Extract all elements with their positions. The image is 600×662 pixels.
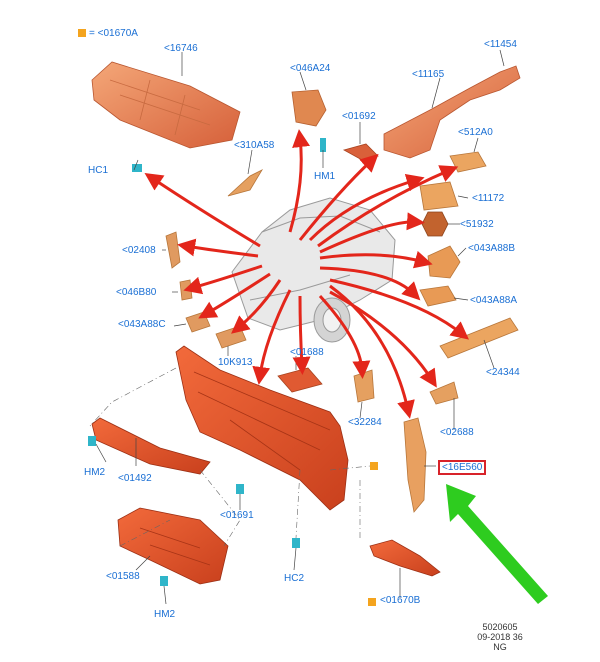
callout-16746[interactable]: <16746 — [164, 43, 198, 54]
dash-panel-assembly — [175, 345, 349, 511]
callout-310A58[interactable]: <310A58 — [234, 140, 275, 151]
callout-11454[interactable]: <11454 — [484, 39, 517, 50]
callout-046A24[interactable]: <046A24 — [290, 63, 331, 74]
callout-24344[interactable]: <24344 — [486, 367, 520, 378]
part-043A88C — [185, 311, 211, 333]
callout-11165[interactable]: <11165 — [412, 69, 445, 80]
part-046B80 — [179, 279, 193, 301]
part-16E560 — [403, 417, 427, 513]
part-10K913 — [215, 325, 247, 349]
footer-block: 5020605 09-2018 36 NG — [470, 622, 530, 652]
part-32284 — [353, 369, 375, 403]
footer-date: 09-2018 36 — [477, 632, 523, 642]
explode-arrows — [144, 129, 469, 419]
callout-043A88A[interactable]: <043A88A — [470, 295, 517, 306]
legend-text: = <01670A — [89, 28, 138, 39]
callout-01670B[interactable]: <01670B — [380, 595, 421, 606]
clip-HM1 — [320, 138, 326, 152]
part-043A88B — [427, 245, 461, 279]
callout-01692[interactable]: <01692 — [342, 111, 376, 122]
callout-HC2[interactable]: HC2 — [284, 573, 305, 584]
part-11172 — [419, 181, 459, 211]
callout-01688[interactable]: <01688 — [290, 347, 324, 358]
callout-512A0[interactable]: <512A0 — [458, 127, 493, 138]
callout-10K913[interactable]: 10K913 — [218, 357, 253, 368]
callout-01588[interactable]: <01588 — [106, 571, 140, 582]
part-01492 — [91, 417, 211, 475]
callout-16E560[interactable]: <16E560 — [438, 460, 487, 475]
legend-swatch — [78, 29, 86, 37]
callout-51932[interactable]: <51932 — [460, 219, 494, 230]
legend-marker-a — [370, 462, 378, 470]
legend: = <01670A — [78, 28, 138, 39]
part-16746-underbody-shield — [91, 61, 241, 149]
part-01692 — [342, 143, 379, 161]
part-01588 — [117, 507, 229, 585]
legend-marker-b — [368, 598, 376, 606]
clip-HM2-a — [88, 436, 96, 446]
clip-01691 — [236, 484, 244, 494]
part-51932 — [421, 211, 449, 237]
part-043A88A — [419, 285, 457, 307]
part-046A24 — [291, 89, 327, 127]
part-310A58 — [227, 169, 264, 197]
callout-02408[interactable]: <02408 — [122, 245, 156, 256]
callout-043A88B[interactable]: <043A88B — [468, 243, 515, 254]
highlight-pointer-arrow — [446, 484, 548, 604]
part-01688 — [277, 367, 323, 393]
clip-HC2 — [292, 538, 300, 548]
callout-01691[interactable]: <01691 — [220, 510, 254, 521]
part-24344 — [439, 317, 519, 359]
callout-HC1[interactable]: HC1 — [88, 165, 109, 176]
callout-046B80[interactable]: <046B80 — [116, 287, 157, 298]
leader-lines — [95, 49, 505, 605]
callout-HM1[interactable]: HM1 — [314, 171, 336, 182]
callout-02688[interactable]: <02688 — [440, 427, 474, 438]
part-02408 — [165, 231, 181, 269]
footer-code: 5020605 — [482, 622, 518, 632]
callout-HM2-b[interactable]: HM2 — [154, 609, 176, 620]
clip-HM2-b — [160, 576, 168, 586]
callout-HM2-a[interactable]: HM2 — [84, 467, 106, 478]
callout-043A88C[interactable]: <043A88C — [118, 319, 166, 330]
callout-11172[interactable]: <11172 — [472, 193, 505, 204]
part-01670B — [369, 539, 441, 577]
assembly-guides — [89, 367, 371, 547]
clip-HC1 — [132, 164, 142, 172]
part-02688 — [429, 381, 459, 405]
vehicle-outline — [231, 197, 396, 343]
part-11165-11454 — [383, 65, 521, 159]
callout-32284[interactable]: <32284 — [348, 417, 382, 428]
footer-region: NG — [493, 642, 507, 652]
callout-01492[interactable]: <01492 — [118, 473, 152, 484]
part-512A0 — [449, 151, 487, 173]
